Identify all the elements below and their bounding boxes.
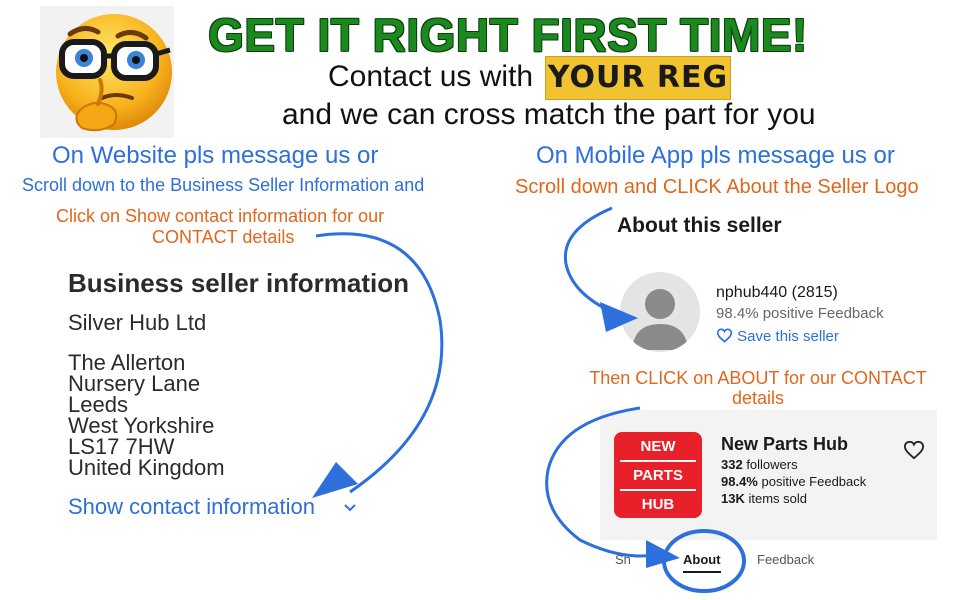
website-line-3: CONTACT details — [152, 227, 295, 247]
chevron-down-icon[interactable] — [344, 500, 356, 516]
headline: GET IT RIGHT FIRST TIME! — [208, 9, 808, 61]
about-seller-title: About this seller — [617, 214, 782, 237]
tab-feedback[interactable]: Feedback — [757, 552, 815, 567]
arrow-icon — [545, 406, 656, 558]
followers-label: followers — [742, 457, 798, 472]
mobile-heading: On Mobile App pls message us or — [536, 142, 895, 169]
feedback-percent: 98.4% — [721, 474, 758, 489]
seller-feedback: 98.4% positive Feedback — [716, 305, 884, 322]
tab-about-underline — [683, 571, 721, 573]
cross-match-text: and we can cross match the part for you — [282, 98, 816, 131]
show-contact-link[interactable]: Show contact information — [68, 494, 316, 519]
arrow-icon — [600, 302, 638, 332]
address-line: LS17 7HW — [68, 434, 175, 459]
address-line: United Kingdom — [68, 455, 225, 480]
store-feedback: 98.4% positive Feedback — [721, 474, 866, 489]
save-seller-button[interactable]: Save this seller — [716, 328, 839, 347]
website-line-1: Scroll down to the Business Seller Infor… — [22, 175, 425, 195]
then-click-line-2: details — [731, 388, 785, 408]
store-followers: 332 followers — [721, 457, 798, 472]
address-line: West Yorkshire — [68, 413, 215, 438]
mobile-line-1: Scroll down and CLICK About the Seller L… — [515, 176, 919, 198]
address-line: Nursery Lane — [68, 371, 201, 396]
avatar-placeholder-icon[interactable] — [620, 272, 700, 352]
tab-about[interactable]: About — [683, 552, 721, 567]
website-line-2: Click on Show contact information for ou… — [56, 206, 385, 226]
then-click-instruction: Then CLICK on ABOUT for our CONTACT deta… — [576, 368, 940, 408]
arrow-icon — [312, 462, 358, 498]
store-items-sold: 13K items sold — [721, 491, 807, 506]
arrow-icon — [315, 232, 444, 494]
logo-divider — [620, 460, 696, 462]
contact-prefix: Contact us with — [328, 60, 534, 93]
company-name: Silver Hub Ltd — [68, 310, 207, 335]
logo-word: HUB — [641, 496, 675, 513]
address-line: Leeds — [68, 392, 128, 417]
heart-outline-icon[interactable] — [903, 440, 925, 466]
then-click-line-1: Then CLICK on ABOUT for our CONTACT — [589, 368, 927, 388]
logo-word: PARTS — [633, 467, 683, 484]
sold-count: 13K — [721, 491, 745, 506]
business-seller-title: Business seller information — [68, 268, 409, 298]
followers-count: 332 — [721, 457, 743, 472]
save-seller-label: Save this seller — [737, 328, 839, 345]
reg-plate: YOUR REG — [545, 56, 731, 100]
store-name[interactable]: New Parts Hub — [721, 434, 849, 454]
address-block: The Allerton Nursery Lane Leeds West Yor… — [68, 350, 225, 480]
about-tab-highlight-circle — [662, 529, 746, 593]
heart-outline-icon — [716, 328, 733, 347]
arrow-icon — [563, 206, 613, 312]
new-parts-hub-logo[interactable]: NEW PARTS HUB — [614, 432, 702, 518]
thinking-emoji-icon — [40, 6, 174, 138]
feedback-label: positive Feedback — [757, 474, 867, 489]
website-heading: On Website pls message us or — [52, 142, 379, 169]
sold-label: items sold — [744, 491, 807, 506]
logo-divider — [620, 489, 696, 491]
logo-word: NEW — [640, 438, 676, 455]
seller-username[interactable]: nphub440 (2815) — [716, 284, 838, 301]
address-line: The Allerton — [68, 350, 186, 375]
